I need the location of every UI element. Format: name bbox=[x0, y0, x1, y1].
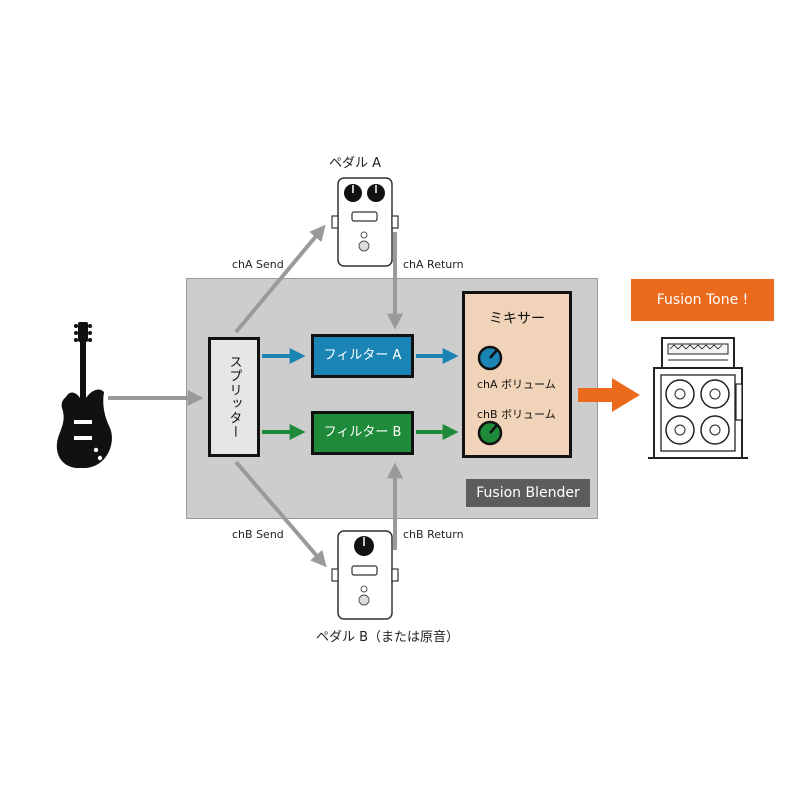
chb-volume-label: chB ボリューム bbox=[477, 408, 556, 421]
output-arrow bbox=[578, 378, 640, 412]
chb-send-arrow bbox=[234, 460, 327, 568]
filter-b-box: フィルター B bbox=[311, 411, 414, 455]
chb-return-label: chB Return bbox=[403, 528, 464, 541]
chb-volume-knob-icon bbox=[477, 420, 503, 446]
pedal-a-icon bbox=[331, 177, 399, 267]
cha-return-label: chA Return bbox=[403, 258, 464, 271]
amp-icon bbox=[648, 337, 748, 459]
chb-send-label: chB Send bbox=[232, 528, 284, 541]
cha-send-arrow bbox=[234, 224, 326, 334]
splitter-box: スプリッター bbox=[208, 337, 260, 457]
guitar-icon bbox=[56, 322, 112, 468]
cha-volume-label: chA ボリューム bbox=[477, 378, 556, 391]
splitter-label: スプリッター bbox=[226, 355, 242, 439]
pedal-b-icon bbox=[331, 530, 399, 620]
pedal-a-label: ペダル A bbox=[329, 156, 382, 171]
filter-a-box: フィルター A bbox=[311, 334, 414, 378]
mixer-box: ミキサー chA ボリューム chB ボリューム bbox=[462, 291, 572, 458]
pedal-b-label: ペダル B（または原音） bbox=[316, 630, 460, 645]
cha-send-label: chA Send bbox=[232, 258, 284, 271]
cha-volume-knob-icon bbox=[477, 345, 503, 371]
fusion-blender-label: Fusion Blender bbox=[466, 479, 590, 507]
mixer-title: ミキサー bbox=[489, 311, 545, 327]
mixer-knobs bbox=[477, 345, 503, 446]
fusion-tone-badge: Fusion Tone ! bbox=[631, 279, 774, 321]
